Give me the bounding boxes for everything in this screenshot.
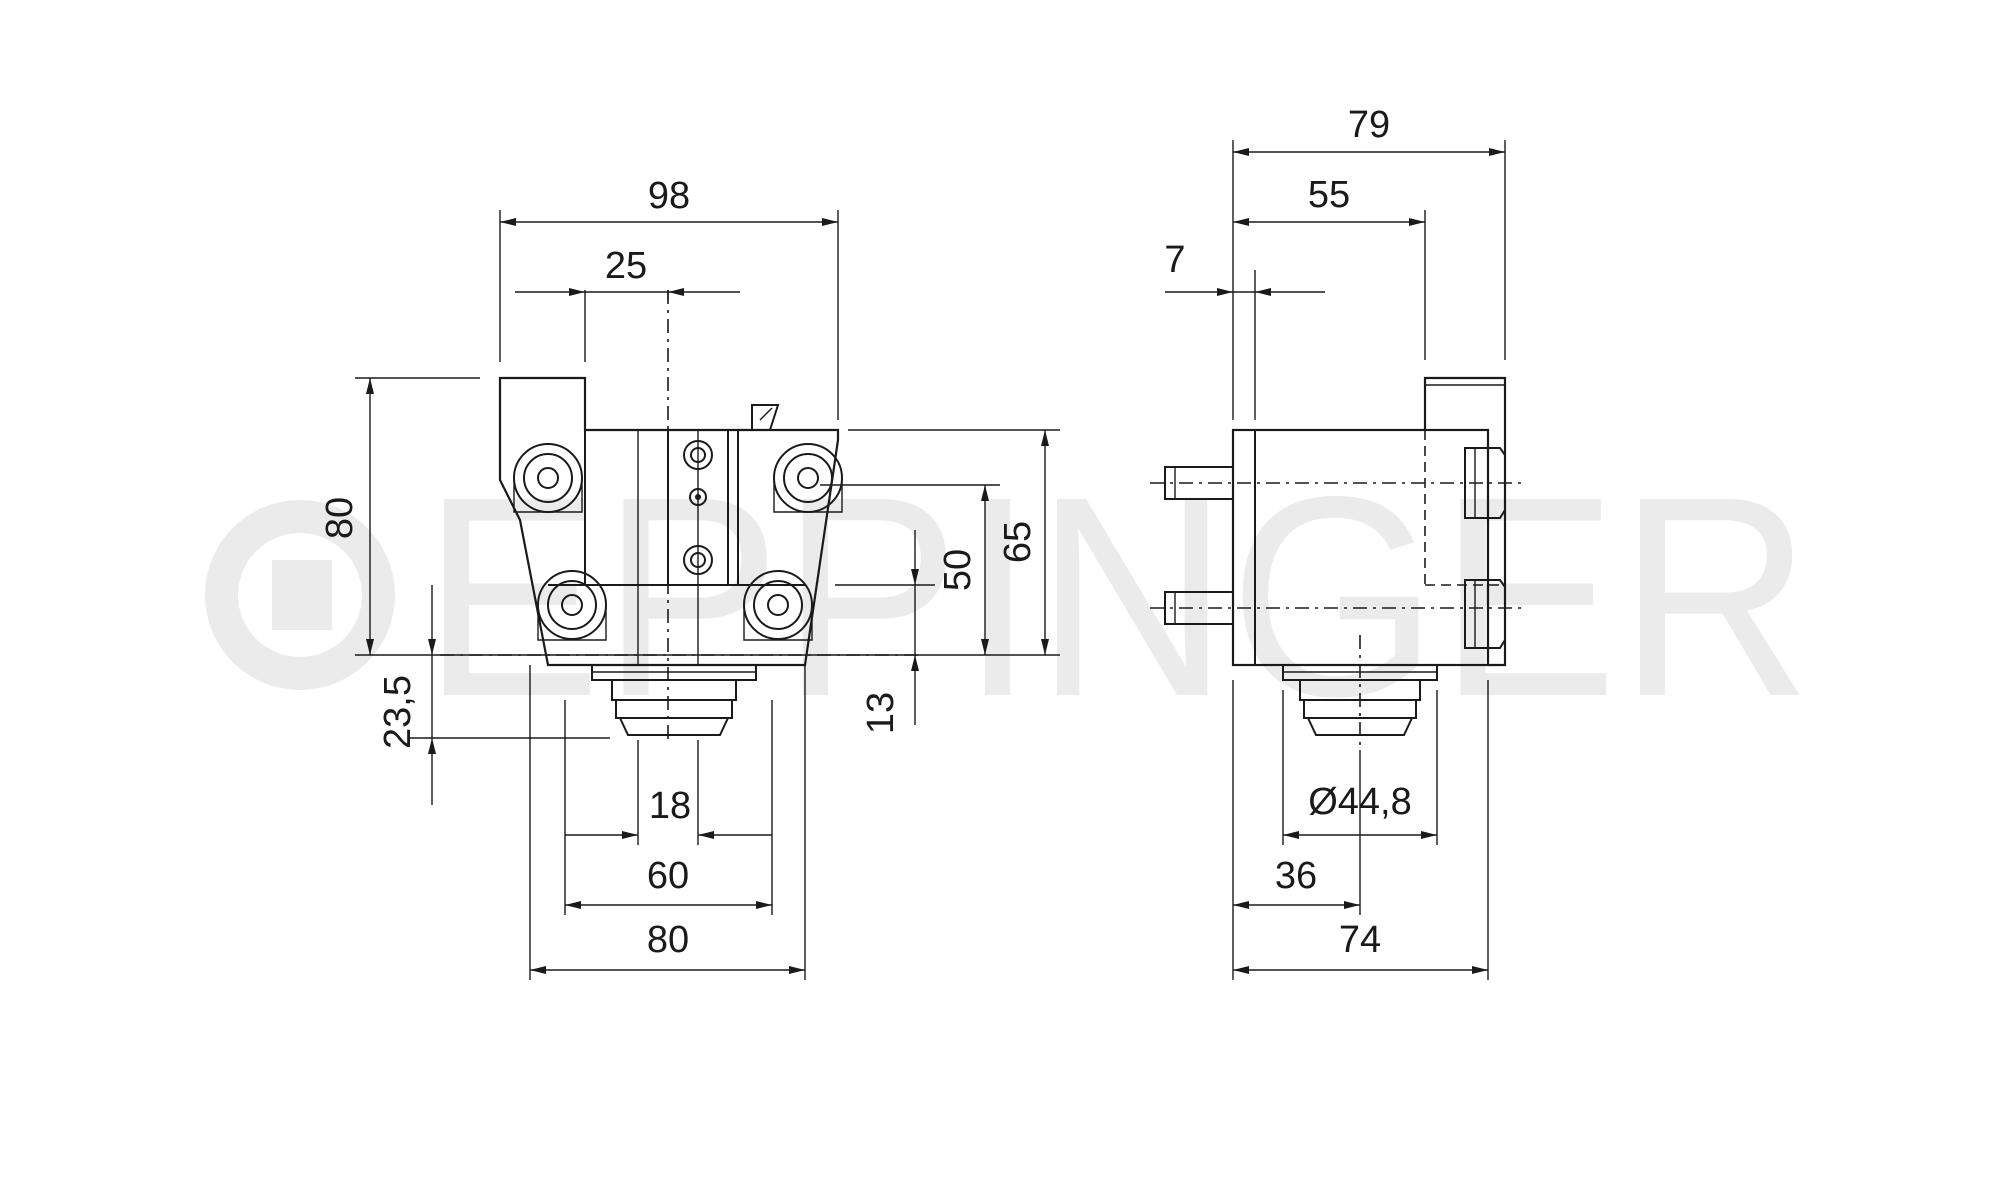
dim-width-55: 55 (1308, 174, 1350, 216)
front-view: 98 25 80 65 50 13 23,5 18 60 80 (319, 175, 1060, 980)
front-body-outline (498, 376, 840, 667)
front-spigot (591, 665, 757, 736)
dim-offset-36: 36 (1275, 855, 1317, 897)
dim-width-60: 60 (647, 855, 689, 897)
side-view: 79 55 7 Ø44,8 36 74 (1150, 104, 1525, 980)
bolt-icon (773, 443, 843, 513)
dim-height-80: 80 (319, 497, 361, 539)
watermark-logo: EPPINGER (205, 438, 1812, 756)
dim-width-18: 18 (649, 785, 691, 827)
bolt-icon (537, 570, 607, 641)
bolt-icon (513, 443, 583, 513)
screw-icon (683, 440, 713, 575)
bolt-icon (743, 570, 813, 641)
dim-depth-13: 13 (860, 692, 902, 734)
dim-diameter-44-8: Ø44,8 (1308, 781, 1412, 823)
watermark-text: EPPINGER (422, 438, 1812, 756)
dim-width-79: 79 (1348, 104, 1390, 146)
dim-height-50: 50 (937, 549, 979, 591)
dim-width-74: 74 (1339, 919, 1381, 961)
dim-width-80: 80 (647, 919, 689, 961)
side-spigot (1282, 665, 1438, 736)
dim-offset-25: 25 (605, 245, 647, 287)
dim-width-98: 98 (648, 175, 690, 217)
dim-depth-23-5: 23,5 (377, 675, 419, 749)
dim-offset-7: 7 (1164, 239, 1185, 281)
dim-height-65: 65 (997, 521, 1039, 563)
